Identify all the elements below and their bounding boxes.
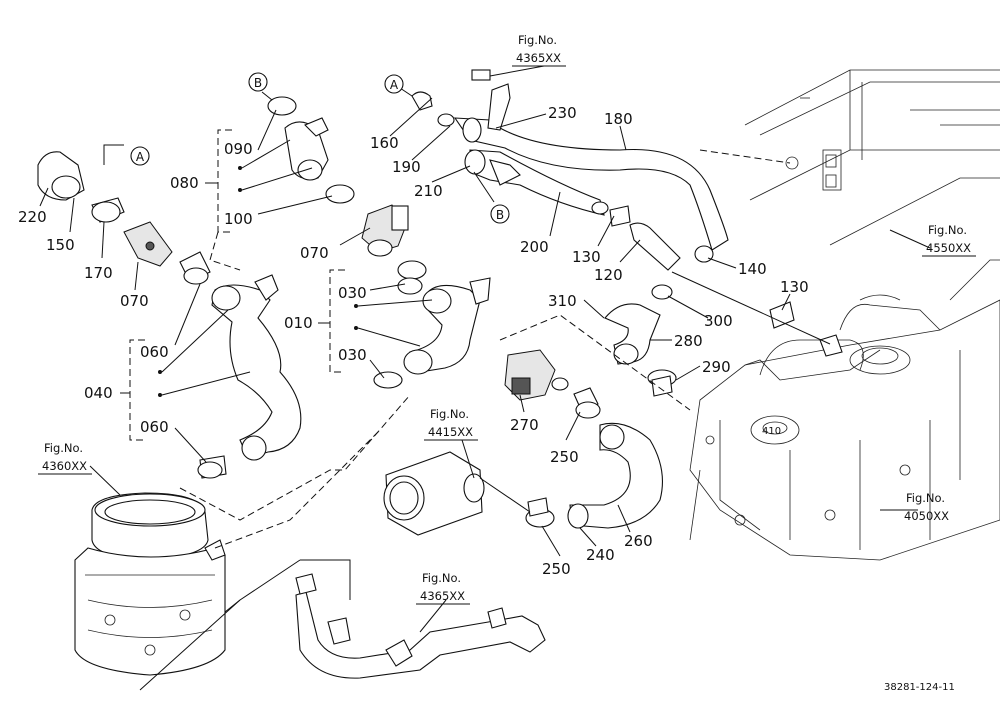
fig-4050-title: Fig.No. [906,491,945,505]
elbow-hose-010 [373,277,491,389]
svg-text:410: 410 [762,426,781,437]
drawing-code: 38281-124-11 [884,682,955,693]
fig-ref-4360: Fig.No. 4360XX [38,441,92,475]
coolant-pipes [411,69,843,357]
hose-310-280 [604,303,677,397]
part-label-130-left: 130 [572,248,601,266]
part-label-180: 180 [604,110,633,128]
part-label-290: 290 [702,358,731,376]
fig-4365-bottom-number: 4365XX [420,589,465,603]
part-label-140: 140 [738,260,767,278]
part-label-030-top: 030 [338,284,367,302]
part-label-250-top: 250 [550,448,579,466]
ref-marker-a-left: A [130,146,150,166]
filter-canister-4415 [383,451,485,536]
part-label-310: 310 [548,292,577,310]
part-label-070-center: 070 [300,244,329,262]
part-label-100: 100 [224,210,253,228]
fig-4360-title: Fig.No. [44,441,83,455]
part-label-240: 240 [586,546,615,564]
fig-ref-4050: Fig.No. 4050XX [880,491,949,523]
tee-and-hose-260 [504,349,663,529]
hose-assembly-center [267,96,427,280]
part-label-250-bottom: 250 [542,560,571,578]
part-label-130-right: 130 [780,278,809,296]
fig-4365-top-number: 4365XX [516,51,561,65]
fig-ref-4415: Fig.No. 4415XX [424,407,478,441]
part-labels: 220 150 170 070 060 040 060 090 080 100 … [18,104,809,578]
part-label-120: 120 [594,266,623,284]
fig-4365-top-title: Fig.No. [518,33,557,47]
part-label-090: 090 [224,140,253,158]
fig-ref-4550: Fig.No. 4550XX [922,223,976,257]
part-label-300: 300 [704,312,733,330]
part-label-060-bottom: 060 [140,418,169,436]
part-label-010: 010 [284,314,313,332]
fig-4415-number: 4415XX [428,425,473,439]
lower-hose-4365 [295,573,546,679]
part-label-160: 160 [370,134,399,152]
fig-4550-title: Fig.No. [928,223,967,237]
ref-b-label-pipe: B [496,208,504,222]
part-label-220: 220 [18,208,47,226]
part-label-040: 040 [84,384,113,402]
part-label-200: 200 [520,238,549,256]
ref-marker-b-top: B [248,72,268,92]
fig-4415-title: Fig.No. [430,407,469,421]
part-label-170: 170 [84,264,113,282]
ref-marker-a-right: A [384,74,404,94]
fig-4360-number: 4360XX [42,459,87,473]
fig-4550-number: 4550XX [926,241,971,255]
fig-ref-4365-bottom: Fig.No. 4365XX [416,571,470,605]
engine-block-illustration: 410 [689,259,1000,561]
engine-frame-illustration [699,69,1000,246]
part-label-060-top: 060 [140,343,169,361]
part-label-080: 080 [170,174,199,192]
part-label-030-bottom: 030 [338,346,367,364]
part-label-150: 150 [46,236,75,254]
ref-marker-b-pipe: B [490,204,510,224]
part-label-230: 230 [548,104,577,122]
fig-4365-bottom-title: Fig.No. [422,571,461,585]
part-label-260: 260 [624,532,653,550]
part-label-190: 190 [392,158,421,176]
fig-4050-number: 4050XX [904,509,949,523]
ref-a-label-right: A [390,78,399,92]
part-label-280: 280 [674,332,703,350]
hose-assembly-left [37,151,302,479]
part-label-270: 270 [510,416,539,434]
part-label-210: 210 [414,182,443,200]
tank-4360 [74,492,226,676]
ref-b-label-top: B [254,76,262,90]
fig-ref-4365-top: Fig.No. 4365XX [512,33,566,67]
ref-a-label-left: A [136,150,145,164]
part-label-070-left: 070 [120,292,149,310]
leader-lines [39,65,931,691]
